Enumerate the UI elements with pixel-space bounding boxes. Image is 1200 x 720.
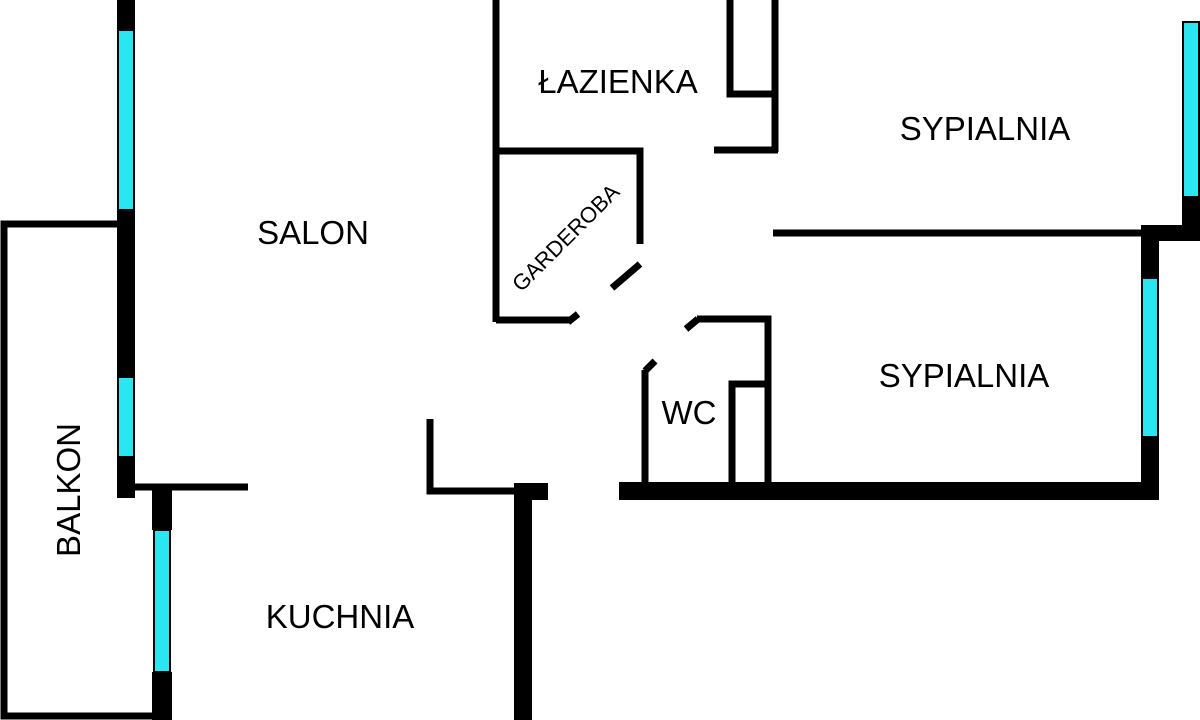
wall-garderoba bbox=[496, 147, 644, 244]
wall-wc-door-stub bbox=[683, 316, 701, 332]
room-label-garderoba: GARDEROBA bbox=[507, 179, 624, 296]
wall-garderoba-door-stub bbox=[565, 311, 581, 325]
balcony-outline bbox=[0, 220, 152, 720]
wall-salon-west-top bbox=[117, 0, 135, 30]
wall-wc-shaft bbox=[728, 380, 768, 486]
wall-garderoba-diagonal bbox=[609, 261, 643, 291]
wall-kitchen-west-top bbox=[152, 488, 172, 530]
room-label-sypialnia-bottom: SYPIALNIA bbox=[879, 357, 1050, 394]
window-salon-top bbox=[117, 29, 135, 211]
wall-bedroom-bottom-east-top bbox=[1141, 232, 1159, 278]
window-bedroom-top bbox=[1182, 21, 1200, 198]
room-label-salon: SALON bbox=[257, 214, 369, 251]
window-kitchen bbox=[153, 529, 171, 673]
wall-corridor-south bbox=[619, 482, 1159, 500]
wall-kitchen-east bbox=[514, 483, 532, 720]
window-salon-bottom bbox=[117, 376, 135, 458]
wall-wc-west-stub bbox=[642, 358, 658, 374]
wall-kitchen-east-cap bbox=[514, 483, 548, 500]
wall-kitchen-door bbox=[426, 419, 518, 495]
room-label-wc: WC bbox=[662, 394, 717, 431]
wall-salon-west-low bbox=[117, 457, 135, 498]
wall-bedroom-step bbox=[1141, 225, 1200, 241]
windows bbox=[117, 21, 1200, 673]
room-label-balkon: BALKON bbox=[50, 423, 87, 557]
room-label-sypialnia-top: SYPIALNIA bbox=[900, 110, 1071, 147]
interior-walls bbox=[130, 0, 1144, 495]
wall-wc-top bbox=[697, 315, 772, 486]
exterior-walls bbox=[117, 0, 1200, 720]
wall-lazienka-nook bbox=[726, 0, 775, 98]
wall-salon-west-mid bbox=[117, 210, 135, 377]
room-label-lazienka: ŁAZIENKA bbox=[538, 63, 698, 100]
room-label-kuchnia: KUCHNIA bbox=[266, 598, 415, 635]
wall-kitchen-west-bottom bbox=[152, 672, 172, 720]
window-bedroom-bottom bbox=[1141, 277, 1159, 438]
